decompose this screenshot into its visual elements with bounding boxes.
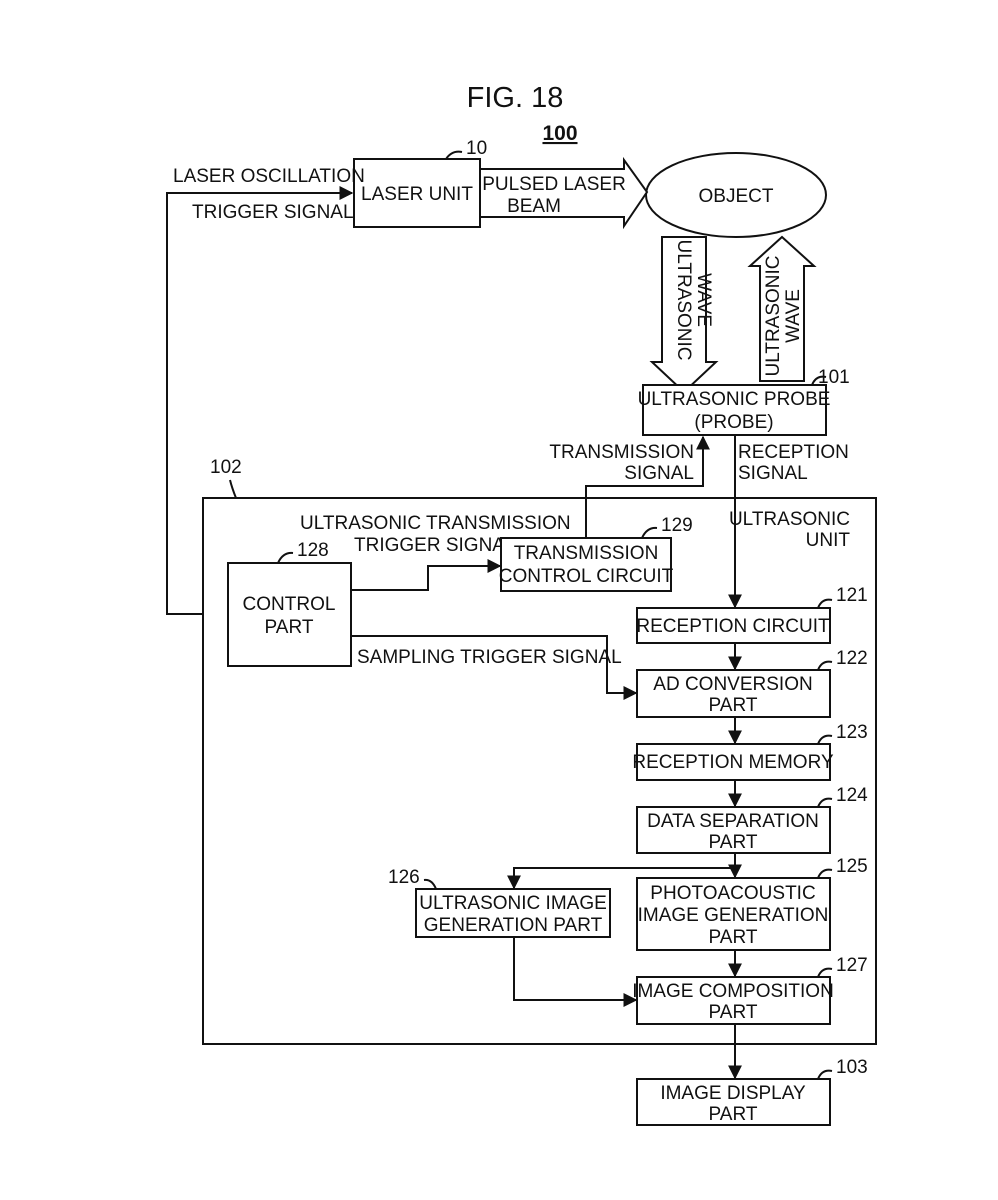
image-composition-line2: PART — [709, 1002, 758, 1023]
transmission-signal-line1: TRANSMISSION — [549, 442, 694, 463]
ultrasonic-unit-ref: 102 — [210, 457, 242, 478]
ultrasonic-wave-down-arrow — [649, 236, 719, 394]
sampling-trigger-label: SAMPLING TRIGGER SIGNAL — [357, 647, 622, 668]
image-display-ref: 103 — [836, 1057, 868, 1078]
ultrasonic-wave-up-arrow — [747, 235, 817, 382]
transmission-control-box — [500, 537, 672, 592]
transmission-control-ref: 129 — [661, 515, 693, 536]
ad-conversion-ref-leader — [817, 660, 833, 671]
laser-unit-box — [353, 158, 481, 228]
wave-down-line2: WAVE — [693, 273, 714, 327]
photoacoustic-gen-line1: PHOTOACOUSTIC — [650, 883, 815, 904]
sampling-trigger-line — [351, 635, 638, 700]
control-part-line2: PART — [265, 617, 314, 638]
reception-signal-line2: SIGNAL — [738, 463, 808, 484]
laser-trigger-line1: LASER OSCILLATION — [173, 166, 365, 187]
wave-up-line2: WAVE — [783, 289, 804, 343]
transmission-signal-line2: SIGNAL — [624, 463, 694, 484]
data-separation-ref-leader — [817, 797, 833, 808]
pulsed-laser-beam-line1: PULSED LASER — [482, 174, 626, 195]
image-display-ref-leader — [817, 1069, 833, 1080]
ultrasonic-image-gen-ref: 126 — [388, 867, 420, 888]
image-display-line2: PART — [709, 1104, 758, 1125]
ultrasonic-image-gen-ref-leader — [423, 878, 437, 890]
reception-circuit-ref: 121 — [836, 585, 868, 606]
ultrasonic-image-to-composition-arrow — [513, 937, 638, 1007]
ad-conversion-box — [636, 669, 831, 718]
ultrasonic-unit-line2: UNIT — [806, 530, 851, 551]
laser-trigger-line2: TRIGGER SIGNAL — [192, 202, 354, 223]
reception-memory-ref: 123 — [836, 722, 868, 743]
ad-conversion-ref: 122 — [836, 648, 868, 669]
control-part-ref-leader — [277, 551, 294, 564]
laser-unit-label: LASER UNIT — [361, 184, 473, 205]
image-display-line1: IMAGE DISPLAY — [660, 1083, 806, 1104]
reception-memory-ref-leader — [817, 734, 833, 745]
control-part-ref: 128 — [297, 540, 329, 561]
photoacoustic-gen-line2: IMAGE GENERATION — [638, 905, 829, 926]
wave-down-line1: ULTRASONIC — [673, 239, 694, 360]
image-display-box — [636, 1078, 831, 1126]
reception-memory-label: RECEPTION MEMORY — [632, 752, 834, 773]
image-composition-ref: 127 — [836, 955, 868, 976]
reception-signal-line1: RECEPTION — [738, 442, 849, 463]
transmission-control-line2: CONTROL CIRCUIT — [499, 566, 674, 587]
ultrasonic-image-gen-line2: GENERATION PART — [424, 915, 603, 936]
photoacoustic-gen-box — [636, 877, 831, 951]
control-part-box — [227, 562, 352, 667]
laser-unit-ref: 10 — [466, 138, 487, 159]
data-separation-box — [636, 806, 831, 854]
us-tx-trigger-line1: ULTRASONIC TRANSMISSION — [300, 513, 571, 534]
image-composition-line1: IMAGE COMPOSITION — [632, 981, 834, 1002]
transmission-control-ref-leader — [641, 526, 658, 539]
reception-circuit-label: RECEPTION CIRCUIT — [636, 616, 830, 637]
pulsed-laser-beam-arrow — [479, 156, 649, 230]
probe-line2: (PROBE) — [694, 412, 773, 433]
data-separation-line1: DATA SEPARATION — [647, 811, 819, 832]
object-label: OBJECT — [699, 186, 774, 207]
ultrasonic-image-gen-line1: ULTRASONIC IMAGE — [419, 893, 607, 914]
probe-line1: ULTRASONIC PROBE — [638, 389, 831, 410]
us-tx-trigger-line — [351, 559, 502, 591]
image-composition-ref-leader — [817, 967, 833, 978]
photoacoustic-gen-line3: PART — [709, 927, 758, 948]
data-separation-ref: 124 — [836, 785, 868, 806]
photoacoustic-gen-ref: 125 — [836, 856, 868, 877]
reception-circuit-box — [636, 607, 831, 644]
reception-memory-box — [636, 743, 831, 781]
ad-conversion-line2: PART — [709, 695, 758, 716]
transmission-signal-line — [585, 435, 710, 538]
reception-circuit-ref-leader — [817, 598, 833, 609]
ultrasonic-unit-ref-leader — [229, 479, 237, 499]
laser-trigger-line — [166, 186, 354, 615]
pulsed-laser-beam-line2: BEAM — [507, 196, 561, 217]
wave-up-line1: ULTRASONIC — [763, 255, 784, 376]
laser-unit-ref-leader — [445, 150, 463, 160]
system-ref: 100 — [542, 122, 577, 145]
transmission-control-line1: TRANSMISSION — [514, 543, 659, 564]
us-tx-trigger-line2: TRIGGER SIGNAL — [354, 535, 516, 556]
control-part-line1: CONTROL — [243, 594, 336, 615]
ultrasonic-image-gen-box — [415, 888, 611, 938]
probe-box — [642, 384, 827, 436]
probe-ref-leader — [811, 375, 827, 386]
ad-conversion-line1: AD CONVERSION — [653, 674, 812, 695]
photoacoustic-gen-ref-leader — [817, 868, 833, 879]
image-composition-box — [636, 976, 831, 1025]
data-separation-line2: PART — [709, 832, 758, 853]
probe-ref: 101 — [818, 367, 850, 388]
figure-title: FIG. 18 — [467, 82, 564, 114]
ultrasonic-unit-line1: ULTRASONIC — [729, 509, 850, 530]
separation-to-ultrasonic-image-arrow — [507, 867, 735, 890]
